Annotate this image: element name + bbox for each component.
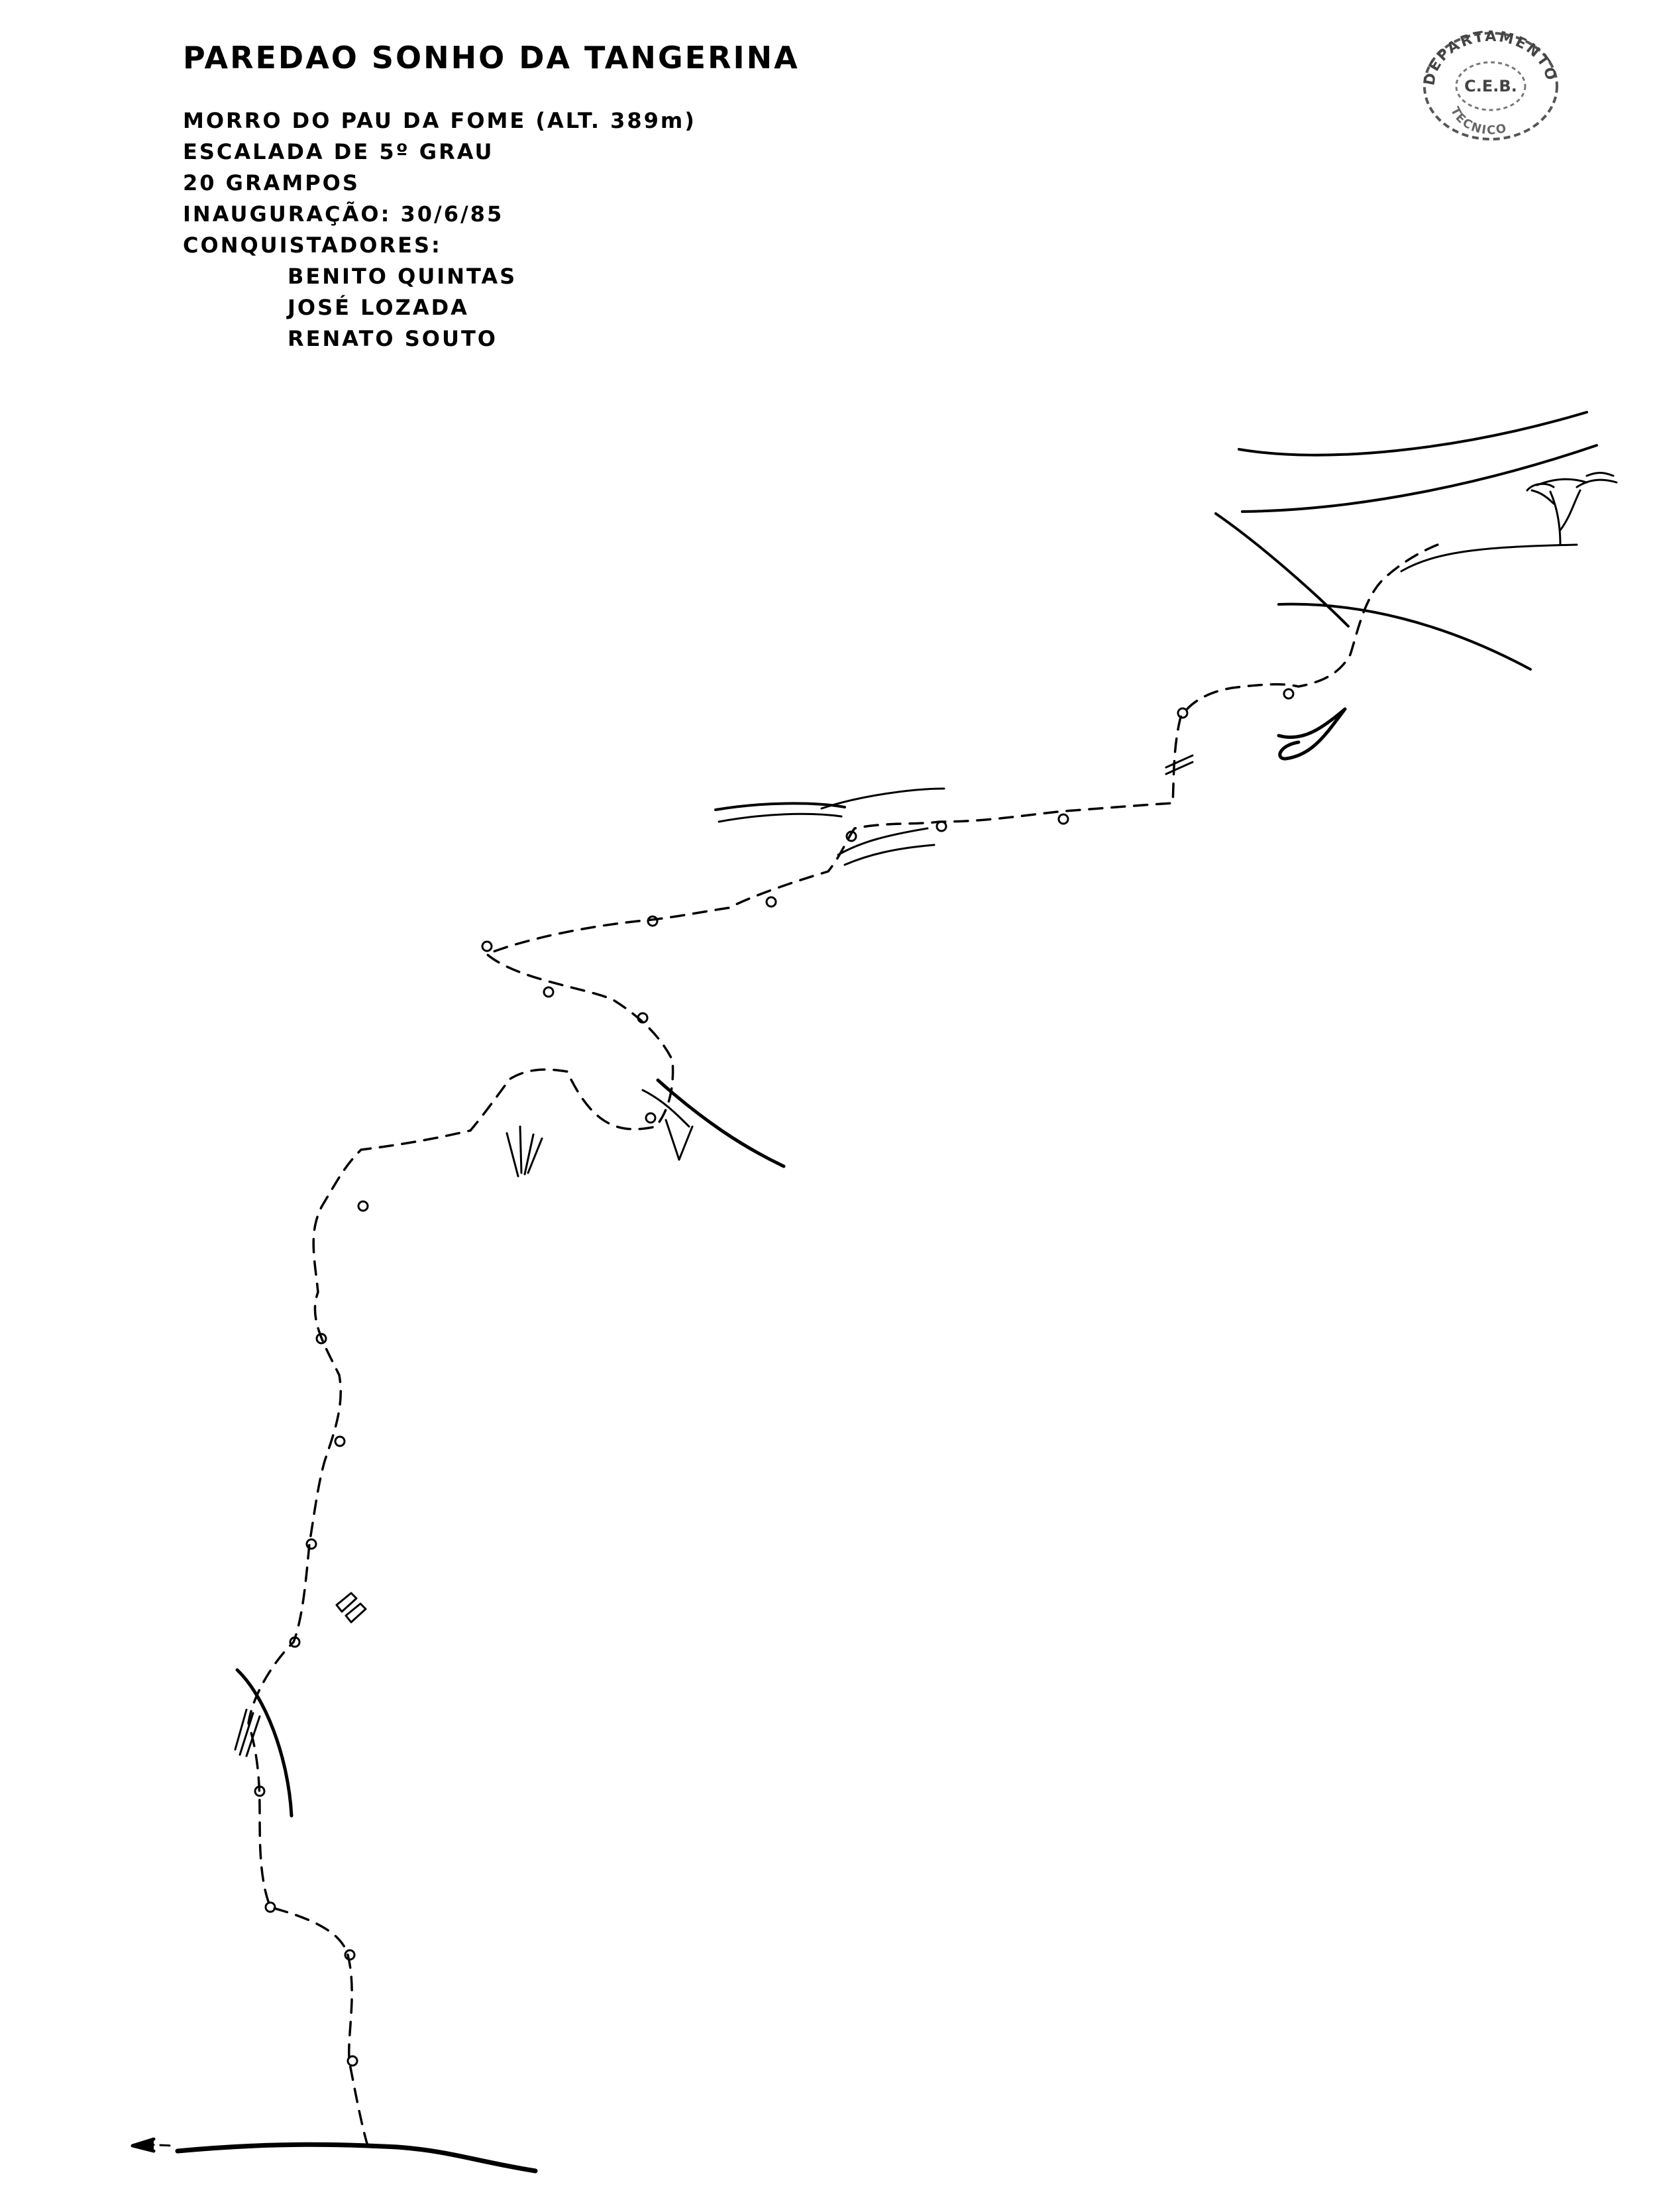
bolt-markers [254, 688, 1295, 2067]
summit-rock-line [1238, 411, 1588, 457]
route-header: PAREDAO SONHO DA TANGERINA MORRO DO PAU … [183, 41, 1110, 355]
climber-name: RENATO SOUTO [288, 325, 498, 351]
climbers-heading: CONQUISTADORES: [183, 232, 442, 258]
grass-tuft-icon [665, 1119, 694, 1161]
grade-line: ESCALADA DE 5º GRAU [183, 138, 494, 164]
bolt-icon [543, 986, 555, 998]
bolt-icon [1283, 688, 1295, 700]
ledge-line [718, 812, 843, 823]
ledge-line [843, 844, 935, 866]
bolt-icon [645, 1112, 657, 1124]
route-title: PAREDAO SONHO DA TANGERINA [183, 40, 800, 76]
bolt-icon [305, 1538, 317, 1550]
piton-marker [1165, 754, 1194, 775]
overhang-curl [1277, 707, 1347, 761]
bolt-icon [344, 1949, 356, 1961]
bolt-icon [315, 1333, 327, 1345]
summit-rock-line [1241, 444, 1598, 513]
bolt-icon [1177, 707, 1189, 719]
crack-marks [234, 1708, 261, 1757]
opening-date-line: INAUGURAÇÃO: 30/6/85 [183, 201, 504, 227]
bolt-icon [254, 1785, 266, 1797]
lower-flake-line [235, 1668, 294, 1818]
climber-name: JOSÉ LOZADA [288, 294, 469, 320]
route-line [247, 543, 1439, 2147]
grass-tuft-icon [506, 1125, 543, 1178]
bolt-icon [935, 820, 947, 832]
tree-icon [1526, 472, 1618, 546]
bolts-line: 20 GRAMPOS [183, 170, 360, 195]
bolt-icon [481, 940, 493, 952]
bolt-icon [845, 830, 857, 842]
chock-marks [335, 1592, 367, 1624]
summit-ground-line [1400, 543, 1578, 573]
ledge-line [820, 787, 945, 810]
location-line: MORRO DO PAU DA FOME (ALT. 389m) [183, 107, 696, 133]
climber-name: BENITO QUINTAS [288, 263, 517, 289]
bolt-icon [1057, 813, 1069, 825]
bolt-icon [357, 1200, 369, 1212]
summit-rock-line [1214, 512, 1350, 628]
bolt-icon [647, 915, 659, 927]
ground-line [143, 2142, 538, 2174]
stamp-center-text: C.E.B. [1464, 77, 1517, 95]
ledge-line [837, 827, 929, 856]
bolt-icon [334, 1435, 346, 1447]
mid-flake-line [641, 1089, 690, 1128]
bolt-icon [289, 1636, 301, 1648]
bolt-icon [765, 896, 777, 908]
summit-rock-line [1277, 602, 1532, 671]
arrow-left-icon [131, 2137, 156, 2153]
department-stamp: DEPARTAMENTO C.E.B. TECNICO [1421, 28, 1558, 140]
bolt-icon [264, 1901, 276, 1913]
mid-flake-line [656, 1078, 786, 1168]
bolt-icon [637, 1012, 649, 1024]
bolt-icon [347, 2055, 358, 2067]
